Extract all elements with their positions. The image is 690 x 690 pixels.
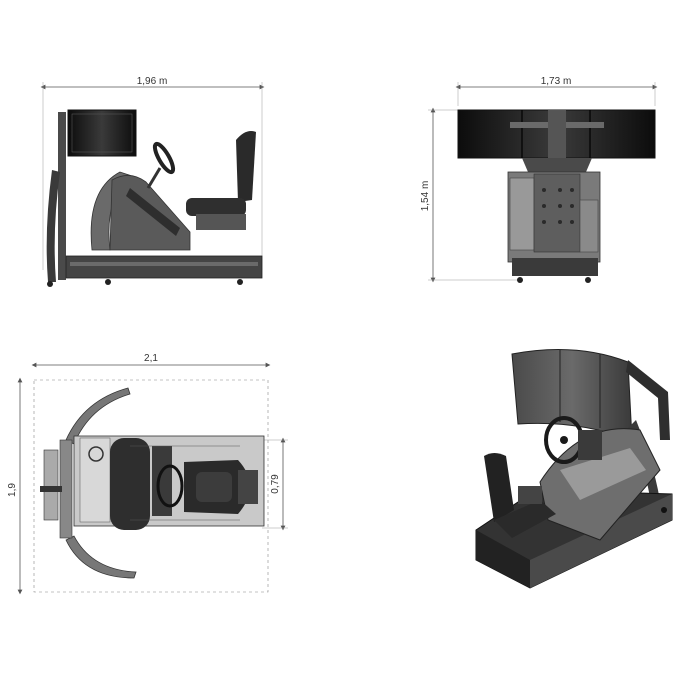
iso-seat-cushion: [494, 500, 556, 538]
side-seat-mount: [196, 214, 246, 230]
front-base: [512, 258, 598, 276]
front-center-mast: [548, 110, 566, 160]
iso-curved-monitor: [511, 349, 633, 441]
top-width-label: 1,9: [7, 483, 18, 497]
side-seat-cushion: [186, 198, 246, 216]
side-front-brace: [46, 170, 60, 282]
side-width-label: 1,96 m: [137, 76, 168, 87]
front-height-label: 1,54 m: [420, 181, 431, 212]
top-screen-right: [65, 535, 137, 579]
iso-seat-back: [484, 453, 514, 522]
top-mast-bracket: [43, 449, 59, 521]
side-steering-column: [126, 188, 180, 236]
front-center-frame: [533, 173, 581, 253]
side-view: 1,96 m: [40, 76, 265, 287]
top-dashboard: [110, 438, 150, 530]
side-steering-wheel: [152, 141, 176, 175]
front-side-panel: [509, 177, 535, 251]
top-steering-wheel: [156, 464, 184, 508]
side-seat-back: [236, 131, 256, 202]
top-seat-width-label: 0,79: [270, 474, 281, 494]
top-screen-left: [65, 387, 131, 445]
side-mast: [58, 112, 66, 280]
iso-monitor-arm: [626, 360, 670, 440]
top-length-label: 2,1: [144, 353, 158, 364]
side-base-rail: [65, 255, 263, 279]
front-width-label: 1,73 m: [541, 76, 572, 87]
front-view: 1,73 m 1,54 m: [420, 76, 658, 283]
side-monitor: [67, 109, 137, 157]
top-footprint-box: [33, 379, 269, 593]
top-view: 2,1 1,9 0,79: [7, 353, 288, 595]
isometric-view: [475, 349, 673, 589]
